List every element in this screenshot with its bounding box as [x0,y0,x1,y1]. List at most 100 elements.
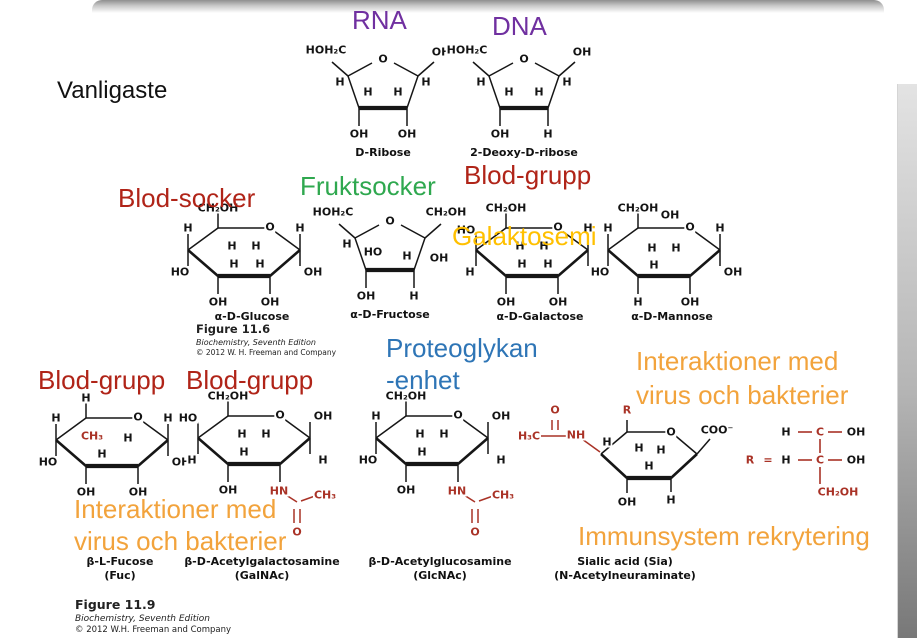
atom-label: OH [679,295,701,309]
atom-label: H [408,289,420,303]
r-group-legend-ring [742,408,907,523]
atom-label: H [294,221,306,235]
atom-label: HO [169,265,191,279]
atom-label: CH₂OH [616,201,660,215]
atom-label: NH [565,428,587,442]
fructose-ring [315,204,465,309]
label-galaktosemi: Galaktosemi [452,221,597,251]
sugar-caption: α-D-Fructose [350,308,430,321]
atom-label: H [780,453,792,467]
atom-label: H [655,443,667,457]
atom-label: H [362,85,374,99]
atom-label: O [518,52,530,66]
atom-label: CH₂OH [816,485,860,499]
atom-label: H [648,258,660,272]
glucose-ring [172,202,332,319]
atom-label: H [370,409,382,423]
atom-label: H [226,239,238,253]
atom-label: H [392,85,404,99]
label-dna: DNA [492,11,547,41]
atom-label: HO [589,265,611,279]
figure-title: Figure 11.9 [75,597,156,612]
figure-copyright: © 2012 W. H. Freeman and Company [196,348,337,357]
label-rna: RNA [352,5,407,35]
label-interaktioner-bottom-line1: Interaktioner med [74,494,277,524]
sugar-caption: 2-Deoxy-D-ribose [470,146,578,159]
atom-label: CH₂OH [196,201,240,215]
atom-label: H [643,459,655,473]
atom-label: HO [37,455,59,469]
atom-label: H [420,75,432,89]
atom-label: H [601,435,613,449]
atom-label: OH [845,453,867,467]
atom-label: H [602,221,614,235]
atom-label: C [814,425,826,439]
label-blod-grupp-galnac: Blod-grupp [186,365,314,395]
atom-label: H [122,431,134,445]
atom-label: H [516,257,528,271]
slide-top-edge [92,0,884,13]
sugar-caption-2: (N-Acetylneuraminate) [554,569,696,582]
atom-label: H [182,221,194,235]
figure-11-6-credit: Figure 11.6 Biochemistry, Seventh Editio… [196,322,336,357]
atom-label: H [632,295,644,309]
atom-label: H [236,427,248,441]
figure-copyright: © 2012 W.H. Freeman and Company [75,625,232,635]
label-blod-grupp-fucose: Blod-grupp [38,365,166,395]
atom-label: H [162,411,174,425]
atom-label: HO [362,245,384,259]
label-interaktioner-top-line1: Interaktioner med [636,346,839,376]
atom-label: H [334,75,346,89]
atom-label: H [238,445,250,459]
atom-label: CH₃ [312,488,338,502]
atom-label: H [646,241,658,255]
atom-label: OH [489,127,511,141]
atom-label: OH [845,425,867,439]
sugar-caption: α-D-Glucose [214,310,290,323]
atom-label: H [633,441,645,455]
atom-label: O [384,214,396,228]
sugar-caption-2: (GalNAc) [234,569,290,582]
atom-label: H [670,241,682,255]
atom-label: OH [207,295,229,309]
label-fruktsocker: Fruktsocker [300,171,436,201]
label-interaktioner-top-line2: virus och bakterier [636,380,849,410]
atom-label: O [264,220,276,234]
atom-label: O [452,408,464,422]
atom-label: O [684,220,696,234]
label-proteoglykan-line2: -enhet [386,365,460,395]
atom-label: OH [396,127,418,141]
atom-label: HO [455,223,477,237]
figure-title: Figure 11.6 [196,322,271,336]
atom-label: OH [495,295,517,309]
atom-label: O [132,410,144,424]
atom-label: OH [217,483,239,497]
sugar-caption: β-D-Acetylglucosamine [368,555,512,568]
glcnac-ring [360,390,520,545]
atom-label: CH₃ [79,429,105,443]
atom-label: OH [302,265,324,279]
atom-label: OH [547,295,569,309]
atom-label: OH [571,45,593,59]
atom-label: OH [75,485,97,499]
sugar-caption: D-Ribose [355,146,411,159]
atom-label: H [96,447,108,461]
atom-label: OH [428,251,450,265]
atom-label: H [475,75,487,89]
structure-sialic-acid: Sialic acid (Sia) (N-Acetylneuraminate) … [515,392,735,592]
atom-label: O [552,220,564,234]
deoxyribose-ring [449,42,599,147]
atom-label: HOH₂C [311,205,355,219]
atom-label: CH₂OH [206,389,250,403]
atom-label: H [582,221,594,235]
slide-right-edge [897,84,917,638]
atom-label: CH₃ [490,488,516,502]
atom-label: H [186,453,198,467]
galnac-ring [182,390,342,545]
atom-label: O [549,403,561,417]
